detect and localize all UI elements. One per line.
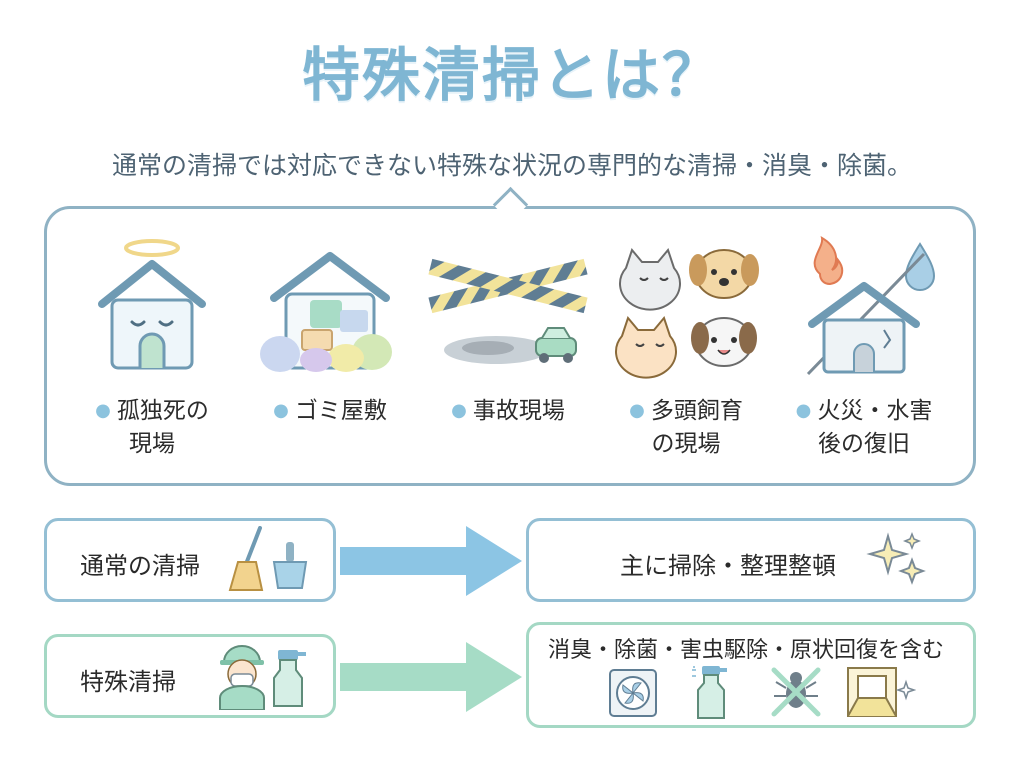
special-result-box: [526, 622, 976, 728]
pets-icon: [615, 247, 759, 379]
garbage-house-icon: [260, 252, 392, 372]
halo-house-icon: [98, 239, 206, 370]
case-label: ●火災・水害 後の復旧: [795, 398, 933, 457]
broom-icon: [228, 526, 264, 591]
case-label: ●多頭飼育 の現場: [629, 398, 743, 457]
page-title: 特殊清掃とは？: [301, 41, 722, 109]
normal-result-label: 主に掃除・整理整頓: [620, 552, 836, 580]
damaged-house-icon: [806, 236, 936, 376]
normal-result-box: [526, 518, 976, 602]
case-fire-flood: ●火災・水害 後の復旧: [778, 228, 950, 468]
spray-bottle-icon: [692, 666, 727, 719]
case-accident-site: ●事故現場: [422, 228, 594, 468]
case-garbage-house: ●ゴミ屋敷: [244, 228, 416, 468]
case-label: ●事故現場: [451, 398, 565, 424]
special-result-label: 消臭・除菌・害虫駆除・原状回復を含む: [548, 638, 945, 663]
ventilation-fan-icon: [609, 669, 657, 717]
bullet-dot-icon: ●: [273, 400, 289, 421]
accident-tape-icon: [428, 258, 588, 364]
sparkle-icon: [866, 531, 926, 585]
case-label: ●ゴミ屋敷: [273, 398, 387, 424]
case-lonely-death: ●孤独死の 現場: [66, 228, 238, 468]
dustpan-icon: [272, 542, 308, 589]
masked-worker-icon: [219, 645, 265, 710]
bullet-dot-icon: ●: [95, 400, 111, 421]
normal-cleaning-label: 通常の清掃: [80, 552, 200, 580]
spray-bottle-icon: [273, 650, 306, 707]
case-multi-pet: ●多頭飼育 の現場: [600, 228, 772, 468]
clean-room-icon: [847, 667, 916, 717]
bullet-dot-icon: ●: [451, 400, 467, 421]
page-subtitle: 通常の清掃では対応できない特殊な状況の専門的な清掃・消臭・除菌。: [111, 151, 912, 180]
no-bug-icon: [771, 667, 821, 717]
special-cleaning-label: 特殊清掃: [80, 668, 176, 696]
bullet-dot-icon: ●: [629, 400, 645, 421]
normal-arrow: [340, 526, 522, 596]
bullet-dot-icon: ●: [795, 400, 812, 421]
case-label: ●孤独死の 現場: [95, 398, 209, 457]
special-arrow: [340, 642, 522, 712]
